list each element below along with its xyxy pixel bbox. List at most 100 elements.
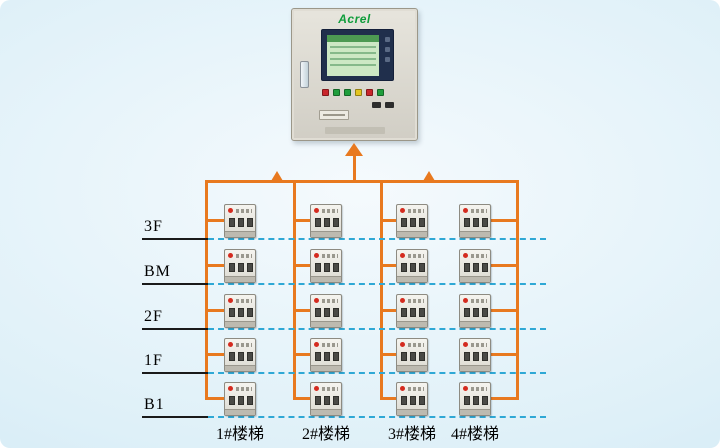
module-terminals bbox=[315, 352, 339, 361]
module-markings bbox=[236, 209, 252, 213]
bus-stub bbox=[295, 397, 310, 400]
module-base bbox=[311, 321, 341, 327]
module-led-indicator bbox=[314, 298, 319, 303]
acrel-logo: Acrel bbox=[338, 12, 371, 26]
module-markings bbox=[322, 387, 338, 391]
monitor-module bbox=[310, 249, 342, 283]
monitor-module bbox=[396, 249, 428, 283]
module-markings bbox=[236, 387, 252, 391]
floor-level-mark bbox=[142, 372, 208, 374]
module-terminals bbox=[229, 263, 253, 272]
module-markings bbox=[471, 387, 487, 391]
monitor-module bbox=[224, 294, 256, 328]
monitor-module bbox=[310, 338, 342, 372]
floor-label: BM bbox=[144, 263, 171, 280]
bus-stub bbox=[491, 309, 517, 312]
floor-separator-line bbox=[208, 283, 546, 285]
monitor-module bbox=[459, 338, 491, 372]
flow-arrow-up-icon bbox=[271, 171, 283, 181]
module-terminals bbox=[229, 218, 253, 227]
module-base bbox=[311, 276, 341, 282]
module-led-indicator bbox=[228, 386, 233, 391]
module-led-indicator bbox=[400, 298, 405, 303]
bus-stub bbox=[382, 309, 396, 312]
floor-level-mark bbox=[142, 328, 208, 330]
module-base bbox=[460, 321, 490, 327]
bus-stub bbox=[206, 397, 224, 400]
bus-stub bbox=[491, 219, 517, 222]
module-terminals bbox=[229, 396, 253, 405]
bus-riser-3 bbox=[380, 180, 383, 400]
module-led-indicator bbox=[314, 208, 319, 213]
cabinet-nameplate bbox=[325, 127, 385, 134]
module-led-indicator bbox=[463, 253, 468, 258]
module-markings bbox=[236, 299, 252, 303]
monitor-module bbox=[224, 338, 256, 372]
floor-label: B1 bbox=[144, 396, 165, 413]
module-base bbox=[460, 365, 490, 371]
monitor-module bbox=[459, 204, 491, 238]
module-base bbox=[397, 365, 427, 371]
module-terminals bbox=[229, 308, 253, 317]
module-led-indicator bbox=[228, 208, 233, 213]
module-base bbox=[311, 365, 341, 371]
module-terminals bbox=[464, 352, 488, 361]
bus-stub bbox=[206, 264, 224, 267]
module-base bbox=[225, 276, 255, 282]
monitor-module bbox=[224, 249, 256, 283]
bus-stub bbox=[491, 264, 517, 267]
monitor-module bbox=[224, 382, 256, 416]
module-base bbox=[460, 231, 490, 237]
indicator-button bbox=[377, 89, 384, 96]
lcd-text-line bbox=[330, 52, 376, 54]
bus-stub bbox=[206, 353, 224, 356]
uplink-arrowhead-icon bbox=[345, 143, 363, 156]
cabinet-switches bbox=[372, 102, 394, 108]
monitor-module bbox=[459, 382, 491, 416]
floor-label: 2F bbox=[144, 308, 163, 325]
module-led-indicator bbox=[314, 386, 319, 391]
bus-stub bbox=[491, 397, 517, 400]
module-markings bbox=[236, 254, 252, 258]
module-terminals bbox=[315, 396, 339, 405]
module-markings bbox=[471, 299, 487, 303]
bus-stub bbox=[295, 264, 310, 267]
floor-level-mark bbox=[142, 238, 208, 240]
monitor-module bbox=[459, 294, 491, 328]
module-markings bbox=[408, 343, 424, 347]
lcd-text-line bbox=[330, 46, 376, 48]
module-markings bbox=[408, 254, 424, 258]
indicator-button bbox=[355, 89, 362, 96]
module-led-indicator bbox=[463, 208, 468, 213]
bus-riser-2 bbox=[293, 180, 296, 400]
module-base bbox=[225, 365, 255, 371]
module-markings bbox=[471, 254, 487, 258]
level-indicator-window bbox=[300, 61, 309, 88]
module-terminals bbox=[464, 218, 488, 227]
module-led-indicator bbox=[228, 253, 233, 258]
module-terminals bbox=[315, 218, 339, 227]
module-base bbox=[225, 231, 255, 237]
floor-separator-line bbox=[208, 416, 546, 418]
monitor-module bbox=[224, 204, 256, 238]
module-base bbox=[225, 321, 255, 327]
monitor-module bbox=[396, 338, 428, 372]
monitor-module bbox=[310, 204, 342, 238]
module-base bbox=[397, 321, 427, 327]
monitoring-cabinet: Acrel bbox=[291, 8, 418, 141]
cabinet-lcd-display bbox=[327, 35, 379, 76]
indicator-button bbox=[366, 89, 373, 96]
floor-level-mark bbox=[142, 283, 208, 285]
uplink-stem bbox=[353, 155, 356, 182]
bus-stub bbox=[206, 309, 224, 312]
monitor-module bbox=[396, 204, 428, 238]
module-markings bbox=[236, 343, 252, 347]
module-terminals bbox=[315, 308, 339, 317]
module-terminals bbox=[464, 263, 488, 272]
monitor-module bbox=[396, 382, 428, 416]
flow-arrow-up-icon bbox=[423, 171, 435, 181]
cabinet-printer-slot bbox=[319, 110, 349, 120]
indicator-button bbox=[344, 89, 351, 96]
bus-stub bbox=[382, 264, 396, 267]
module-markings bbox=[471, 209, 487, 213]
